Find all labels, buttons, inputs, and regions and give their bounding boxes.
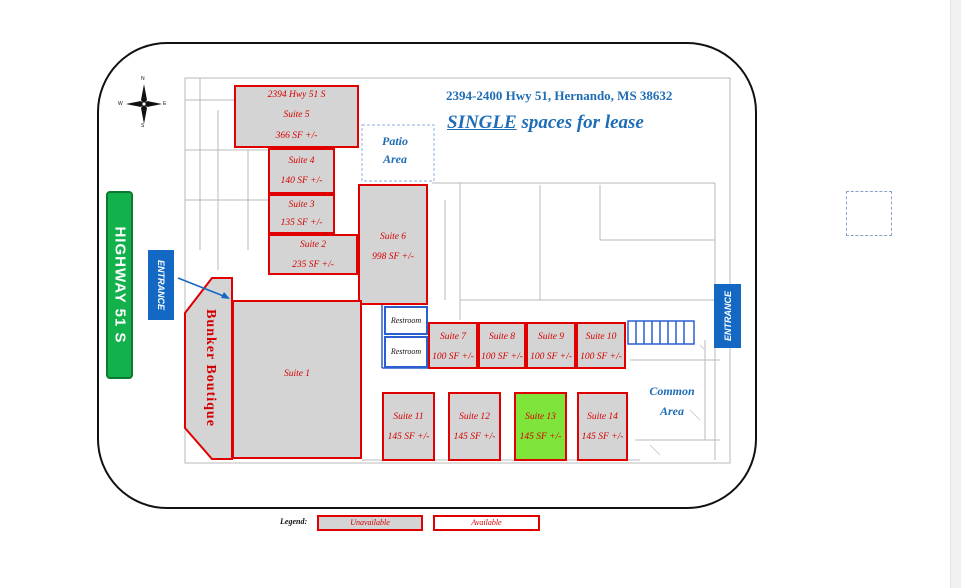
compass-e: E [163,101,167,107]
headline: SINGLE spaces for lease [447,112,644,134]
suite-13[interactable]: Suite 13 145 SF +/- [514,392,567,461]
suite-9[interactable]: Suite 9 100 SF +/- [526,322,576,369]
suite-12[interactable]: Suite 12 145 SF +/- [448,392,501,461]
compass-s: S [141,123,145,129]
entrance-sign-left: ENTRANCE [148,250,174,320]
legend-title: Legend: [280,517,308,526]
restroom-2: Restroom [384,336,428,368]
suite-6[interactable]: Suite 6 998 SF +/- [358,184,428,305]
legend-available: Available [433,515,540,531]
headline-emphasis: SINGLE [447,112,517,133]
patio-area-label: Patio Area [382,134,408,166]
suite-2[interactable]: Suite 2 235 SF +/- [268,234,358,275]
headline-rest: spaces for lease [516,112,644,133]
bunker-boutique-shape [184,277,233,460]
compass-w: W [118,101,123,107]
highway-sign: HIGHWAY 51 S [106,191,133,379]
suite-11[interactable]: Suite 11 145 SF +/- [382,392,435,461]
suite-14[interactable]: Suite 14 145 SF +/- [577,392,628,461]
common-area-label: Common Area [649,384,695,418]
suite-3[interactable]: Suite 3 135 SF +/- [268,194,335,234]
suite-1[interactable]: Suite 1 [232,300,362,459]
suite-10[interactable]: Suite 10 100 SF +/- [576,322,626,369]
image-placeholder [846,191,892,236]
suite-8[interactable]: Suite 8 100 SF +/- [478,322,526,369]
highway-label: HIGHWAY 51 S [111,226,128,344]
compass-n: N [141,76,145,82]
suite-7[interactable]: Suite 7 100 SF +/- [428,322,478,369]
bunker-boutique: Bunker Boutique [198,300,222,435]
restroom-1: Restroom [384,306,428,335]
scrollbar[interactable] [950,0,961,588]
entrance-left-label: ENTRANCE [156,259,166,311]
bunker-boutique-label: Bunker Boutique [203,308,218,427]
compass-rose-icon [126,84,162,124]
suite-5[interactable]: 2394 Hwy 51 S Suite 5 366 SF +/- [234,85,359,148]
property-address: 2394-2400 Hwy 51, Hernando, MS 38632 [446,88,673,103]
legend-unavailable: Unavailable [317,515,423,531]
entrance-right-label: ENTRANCE [722,290,733,342]
suite-4[interactable]: Suite 4 140 SF +/- [268,148,335,194]
entrance-sign-right: ENTRANCE [714,284,741,348]
